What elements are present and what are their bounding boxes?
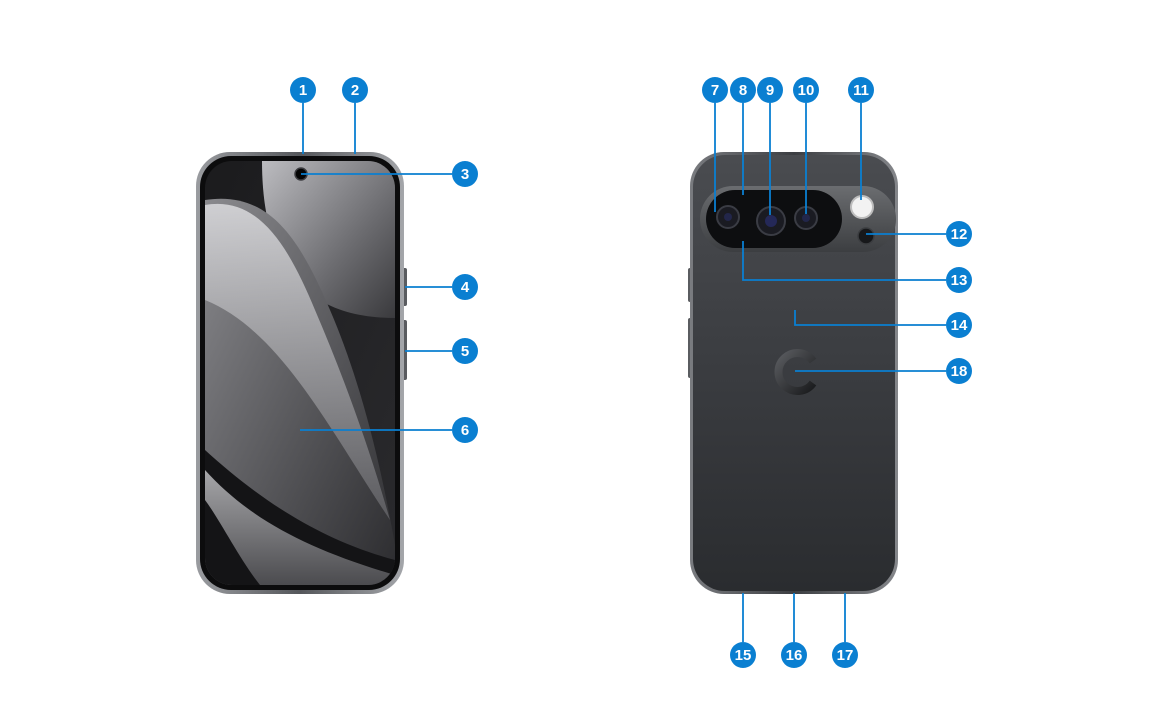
callout-18-label: 18	[951, 363, 968, 380]
callout-6: 6	[452, 417, 478, 443]
flash	[850, 195, 874, 219]
callout-1: 1	[290, 77, 316, 103]
callout-5: 5	[452, 338, 478, 364]
callout-6-label: 6	[461, 422, 469, 439]
callout-17-label: 17	[837, 647, 854, 664]
callout-12: 12	[946, 221, 972, 247]
leader-line-13	[742, 241, 946, 281]
callout-3-label: 3	[461, 166, 469, 183]
callouts: 1 2 3 4 5 6 7 8 9 10 11 12 13 14 15 16 1…	[290, 77, 972, 668]
display	[205, 161, 395, 585]
callout-1-label: 1	[299, 82, 307, 99]
callout-4-label: 4	[461, 279, 470, 296]
callout-9-label: 9	[766, 82, 774, 99]
callout-16-label: 16	[786, 647, 803, 664]
callout-5-label: 5	[461, 343, 469, 360]
callout-15: 15	[730, 642, 756, 668]
callout-15-label: 15	[735, 647, 752, 664]
front-phone	[196, 152, 407, 594]
callout-10: 10	[793, 77, 819, 103]
callout-7-label: 7	[711, 82, 719, 99]
callout-8-label: 8	[739, 82, 747, 99]
leader-lines	[300, 103, 946, 642]
callout-12-label: 12	[951, 226, 968, 243]
callout-14-label: 14	[951, 317, 968, 334]
callout-14: 14	[946, 312, 972, 338]
g-logo	[774, 349, 817, 395]
back-phone	[688, 152, 898, 594]
callout-10-label: 10	[798, 82, 815, 99]
callout-8: 8	[730, 77, 756, 103]
callout-9: 9	[757, 77, 783, 103]
callout-3: 3	[452, 161, 478, 187]
sensor	[857, 227, 875, 245]
callout-16: 16	[781, 642, 807, 668]
callout-13-label: 13	[951, 272, 968, 289]
callout-11-label: 11	[853, 82, 869, 99]
callout-18: 18	[946, 358, 972, 384]
leader-line-14	[794, 310, 946, 326]
callout-11: 11	[848, 77, 874, 103]
callout-4: 4	[452, 274, 478, 300]
callout-13: 13	[946, 267, 972, 293]
callout-7: 7	[702, 77, 728, 103]
callout-2-label: 2	[351, 82, 359, 99]
callout-17: 17	[832, 642, 858, 668]
callout-2: 2	[342, 77, 368, 103]
